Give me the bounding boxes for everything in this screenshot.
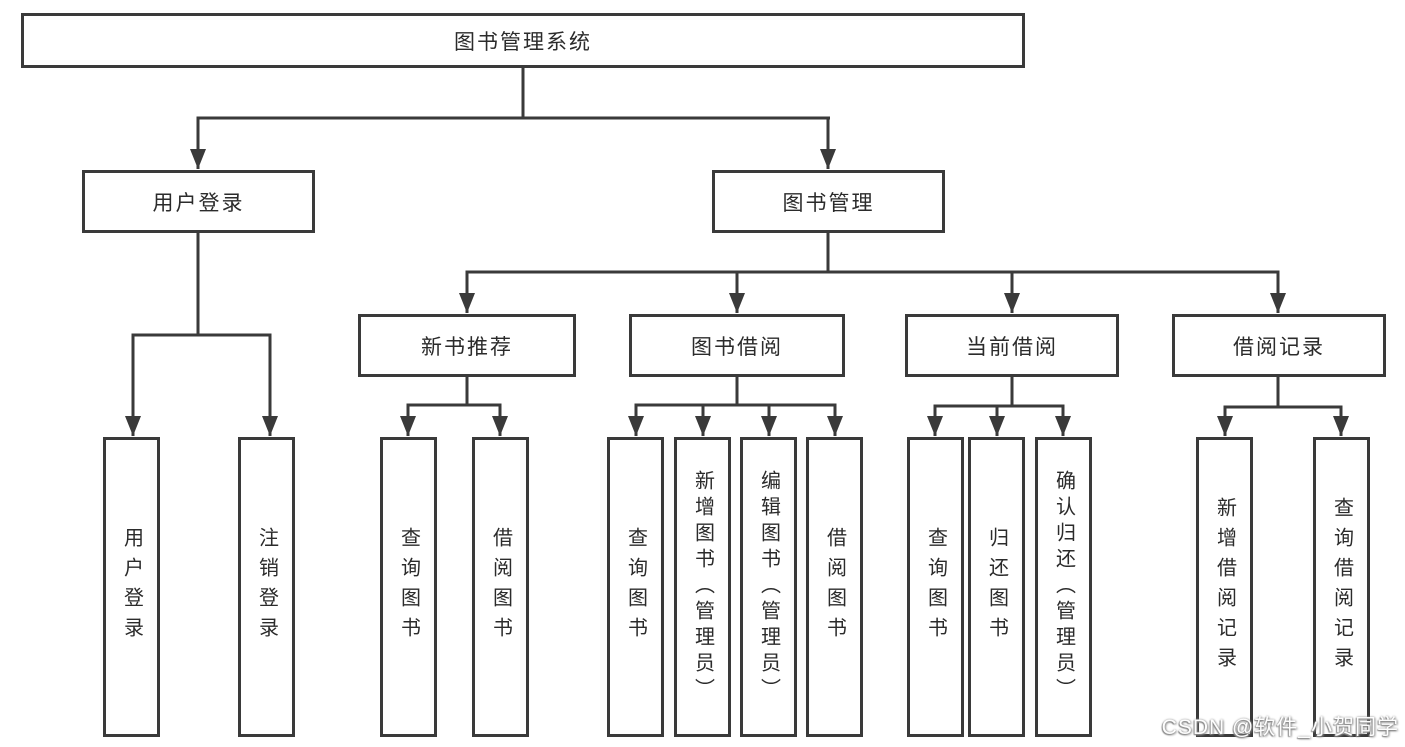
leaf-user-login-label: 用户登录 (120, 527, 143, 647)
node-new-book-recommend-label: 新书推荐 (421, 335, 513, 359)
node-user-login-label: 用户登录 (152, 191, 245, 215)
leaf-return-books-label: 归还图书 (985, 527, 1008, 647)
leaf-user-login: 用户登录 (103, 437, 160, 737)
node-book-borrow-label: 图书借阅 (691, 335, 783, 359)
leaf-confirm-return-admin-label: 确认归还（管理员） (1052, 470, 1075, 704)
leaf-query-books-recommend-label: 查询图书 (397, 527, 420, 647)
leaf-query-books-recommend: 查询图书 (380, 437, 437, 737)
connector-book-borrow-trunk (634, 377, 837, 407)
leaf-borrow-books-borrow: 借阅图书 (806, 437, 863, 737)
leaf-logout-label: 注销登录 (255, 527, 278, 647)
node-user-login: 用户登录 (82, 170, 315, 233)
watermark-text: CSDN @软件_小贺同学 (1161, 716, 1399, 739)
leaf-query-books-borrow-label: 查询图书 (624, 527, 647, 647)
leaf-query-books-borrow: 查询图书 (607, 437, 664, 737)
connector-new-book-recommend-trunk (406, 377, 502, 407)
node-library-management-system-label: 图书管理系统 (454, 30, 592, 54)
leaf-borrow-books-borrow-label: 借阅图书 (823, 527, 846, 647)
connector-root-trunk (196, 68, 830, 120)
leaf-edit-books-admin-label: 编辑图书（管理员） (757, 470, 780, 704)
node-book-management: 图书管理 (712, 170, 945, 233)
node-borrow-records-label: 借阅记录 (1233, 335, 1325, 359)
leaf-query-books-current-label: 查询图书 (924, 527, 947, 647)
leaf-edit-books-admin: 编辑图书（管理员） (740, 437, 797, 737)
connector-borrow-records-trunk (1223, 377, 1343, 409)
leaf-add-borrow-record: 新增借阅记录 (1196, 437, 1253, 737)
node-current-borrow: 当前借阅 (905, 314, 1119, 377)
node-library-management-system: 图书管理系统 (21, 13, 1025, 68)
connector-current-borrow-trunk (933, 377, 1065, 408)
leaf-query-borrow-record-label: 查询借阅记录 (1330, 497, 1353, 677)
leaf-query-borrow-record: 查询借阅记录 (1313, 437, 1370, 737)
node-book-borrow: 图书借阅 (629, 314, 845, 377)
node-current-borrow-label: 当前借阅 (966, 335, 1058, 359)
leaf-borrow-books-recommend: 借阅图书 (472, 437, 529, 737)
leaf-add-books-admin: 新增图书（管理员） (674, 437, 731, 737)
node-borrow-records: 借阅记录 (1172, 314, 1386, 377)
leaf-add-borrow-record-label: 新增借阅记录 (1213, 497, 1236, 677)
node-new-book-recommend: 新书推荐 (358, 314, 576, 377)
connector-book-management-trunk (465, 233, 1280, 274)
leaf-confirm-return-admin: 确认归还（管理员） (1035, 437, 1092, 737)
connector-user-login-trunk (131, 233, 272, 337)
leaf-borrow-books-recommend-label: 借阅图书 (489, 527, 512, 647)
leaf-query-books-current: 查询图书 (907, 437, 964, 737)
node-book-management-label: 图书管理 (782, 191, 875, 215)
leaf-logout: 注销登录 (238, 437, 295, 737)
leaf-add-books-admin-label: 新增图书（管理员） (691, 470, 714, 704)
leaf-return-books: 归还图书 (968, 437, 1025, 737)
